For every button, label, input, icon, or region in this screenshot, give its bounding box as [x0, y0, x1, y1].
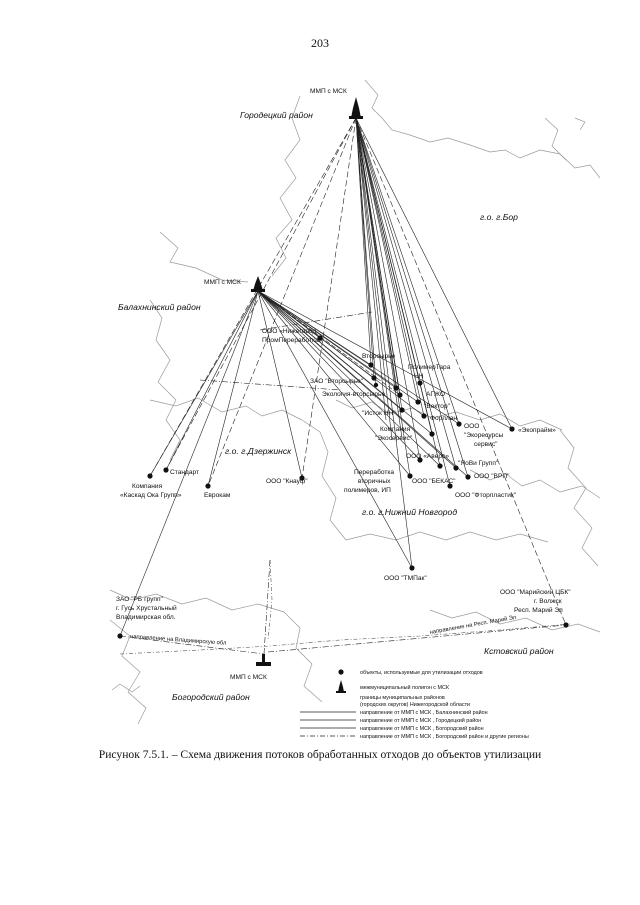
object-label-yovi: "ЯоВи Групп": [458, 460, 499, 467]
object-label-ekoservis-line2: "Экосервис": [375, 435, 413, 442]
district-borders: [109, 79, 601, 725]
object-label-ekologiya: Экология-вторсырье: [322, 391, 385, 398]
object-label-vektor: "Вектор": [424, 403, 451, 410]
object-label-ekoservis-line1: Компания: [380, 426, 411, 433]
legend: объекты, используемые для утилизации отх…: [300, 669, 529, 740]
district-label-balakhninsky: Балахнинский район: [118, 302, 201, 312]
object-label-forplan: Форплан: [430, 415, 457, 422]
object-label-zao-vtorsyre: ЗАО "Вторсырье": [310, 378, 364, 385]
object-label-ekoresursy-line1: ООО: [464, 423, 479, 430]
object-label-kaskad-line2: «Каскад Ока Групп»: [120, 492, 182, 499]
object-label-avers: ООО «Аверс»: [406, 453, 449, 460]
object-label-mariysky-line2: г. Волжск: [534, 598, 562, 605]
object-label-mariysky-line1: ООО "Марийский ЦБК": [500, 588, 571, 596]
object-label-kaskad-line1: Компания: [132, 483, 163, 490]
object-label-tmpak: ООО "ТМПак": [384, 575, 427, 582]
object-label-knauf: ООО "Кнауф": [266, 478, 308, 485]
legend-borders-line1: границы муниципальных районов: [360, 694, 445, 701]
object-label-rb-line2: г. Гусь Хрустальный: [116, 604, 177, 612]
object-label-mariysky-line3: Респ. Марий Эл: [514, 606, 563, 614]
direction-label-mariy-el: направление на Респ. Марий Эл: [429, 614, 517, 636]
hub-label-gorodets: ММП с МСК: [310, 88, 347, 95]
object-label-vrp: ООО "ВРП": [474, 473, 510, 480]
hub-balakhna: [251, 276, 265, 292]
direction-label-vladimir: направление на Владимирскую обл: [130, 634, 227, 647]
object-label-rb-line3: Владимирская обл.: [116, 613, 176, 621]
hub-label-balakhna: ММП с МСК: [204, 279, 241, 286]
object-label-pererabotka-line2: вторичных: [358, 478, 391, 485]
legend-objects: объекты, используемые для утилизации отх…: [360, 670, 483, 676]
legend-landfill: межмуниципальный полигон с МСК: [360, 684, 450, 691]
object-label-rb-line1: ЗАО "РБ групп": [116, 596, 164, 603]
legend-landfill-icon: [336, 680, 346, 693]
hub-label-bogorodsk: ММП с МСК: [230, 674, 267, 681]
flows-balakhninsky: [119, 290, 513, 637]
district-label-dzerzhinsk: г.о. г.Дзержинск: [225, 446, 292, 456]
legend-object-dot: [338, 669, 344, 675]
object-label-polimertara-line1: ПолимерТара: [408, 364, 451, 371]
object-label-ekoresursy-line3: сервис": [474, 441, 498, 448]
object-label-pererabotka-line3: полимеров, ИП: [344, 487, 391, 494]
legend-borders-line2: (городских округов) Нижегородской област…: [360, 701, 470, 708]
hub-bogorodsk: [256, 654, 271, 666]
district-label-bogorodsky: Богородский район: [172, 692, 250, 702]
object-label-bekas: ООО "БЕКАС": [412, 478, 456, 485]
object-dots: [117, 335, 569, 639]
object-label-polimertara-line2: НН: [414, 373, 424, 380]
flows-bogorodsky: [119, 311, 567, 655]
legend-balakhninsky: направление от ММП с МСК , Балахнинский …: [360, 709, 488, 716]
object-label-nizhegorod-line2: ПромПереработка»: [262, 336, 323, 344]
district-label-bor: г.о. г.Бор: [480, 212, 518, 222]
hub-gorodets: [349, 97, 363, 119]
object-label-istok: "Исток НН": [362, 410, 396, 417]
legend-gorodetsky: направление от ММП с МСК , Городецкий ра…: [360, 717, 481, 724]
page-number: 203: [311, 36, 329, 50]
legend-bogorodsky-other: направление от ММП с МСК , Богородский р…: [360, 733, 529, 740]
region-borders: [119, 559, 571, 655]
figure-caption: Рисунок 7.5.1. – Схема движения потоков …: [98, 748, 542, 761]
object-label-nizhegorod-line1: ООО «Нижегород: [262, 328, 317, 335]
object-label-evrokom: Еврокам: [204, 492, 231, 499]
legend-bogorodsky: направление от ММП с МСК , Богородский р…: [360, 725, 484, 732]
district-label-kstovsky: Кстовский район: [484, 646, 554, 656]
district-label-nizhny: г.о. г.Нижний Новгород: [362, 507, 457, 517]
object-label-ekoprajm: «Экопрайм»: [518, 426, 556, 434]
object-label-agzho: АГЖО: [426, 391, 445, 398]
flows-gorodetsky: [149, 117, 567, 626]
object-label-pererabotka-line1: Переработка: [354, 468, 394, 476]
object-label-vtorsyre: Вторсырье: [362, 353, 396, 360]
object-label-ekoresursy-line2: "Экоресурсы: [464, 432, 504, 439]
object-label-standart: Стандарт: [170, 469, 199, 476]
object-label-ftorplastik: ООО "Фторпластик": [455, 492, 517, 499]
district-label-gorodetsky: Городецкий район: [240, 110, 313, 120]
